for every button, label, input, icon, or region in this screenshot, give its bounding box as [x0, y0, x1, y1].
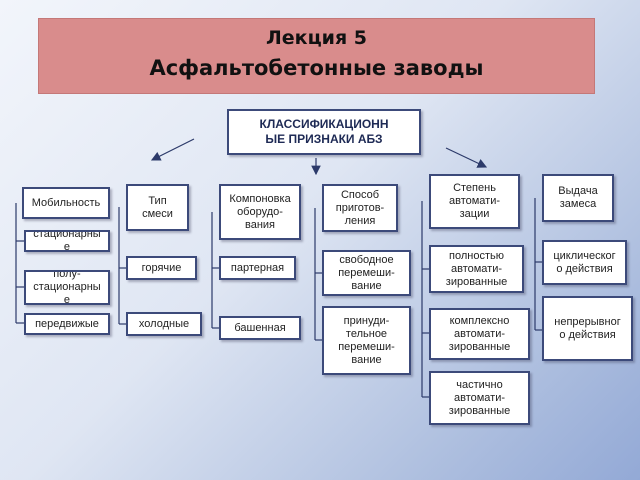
arrow-left — [150, 138, 195, 161]
mix-type-cold: холодные — [126, 312, 202, 336]
mix-type-hot: горячие — [126, 256, 197, 280]
category-mix-type: Тип смеси — [126, 184, 189, 231]
category-automation: Степень автомати- зации — [429, 174, 520, 229]
output-cyclic: циклическог о действия — [542, 240, 627, 285]
category-method: Способ приготов- ления — [322, 184, 398, 232]
title-banner: Лекция 5 Асфальтобетонные заводы — [38, 18, 595, 94]
method-free-mixing: свободное перемеши- вание — [322, 250, 411, 296]
mobility-semi-stationary: полу- стационарны е — [24, 270, 110, 305]
automation-partial: частично автомати- зированные — [429, 371, 530, 425]
category-mobility: Мобильность — [22, 187, 110, 219]
lecture-subtitle: Асфальтобетонные заводы — [149, 56, 484, 80]
output-continuous: непрерывног о действия — [542, 296, 633, 361]
automation-complex: комплексно автомати- зированные — [429, 308, 530, 360]
classification-root-box: КЛАССИФИКАЦИОНН ЫЕ ПРИЗНАКИ АБЗ — [227, 109, 421, 155]
category-output: Выдача замеса — [542, 174, 614, 222]
automation-full: полностью автомати- зированные — [429, 245, 524, 293]
layout-tower: башенная — [219, 316, 301, 340]
category-layout: Компоновка оборудо- вания — [219, 184, 301, 240]
mobility-mobile: передвижые — [24, 313, 110, 335]
method-forced-mixing: принуди- тельное перемеши- вание — [322, 306, 411, 375]
layout-ground: партерная — [219, 256, 296, 280]
lecture-title: Лекция 5 — [266, 27, 367, 49]
mobility-stationary: стационарны е — [24, 230, 110, 252]
arrow-right — [445, 147, 488, 168]
